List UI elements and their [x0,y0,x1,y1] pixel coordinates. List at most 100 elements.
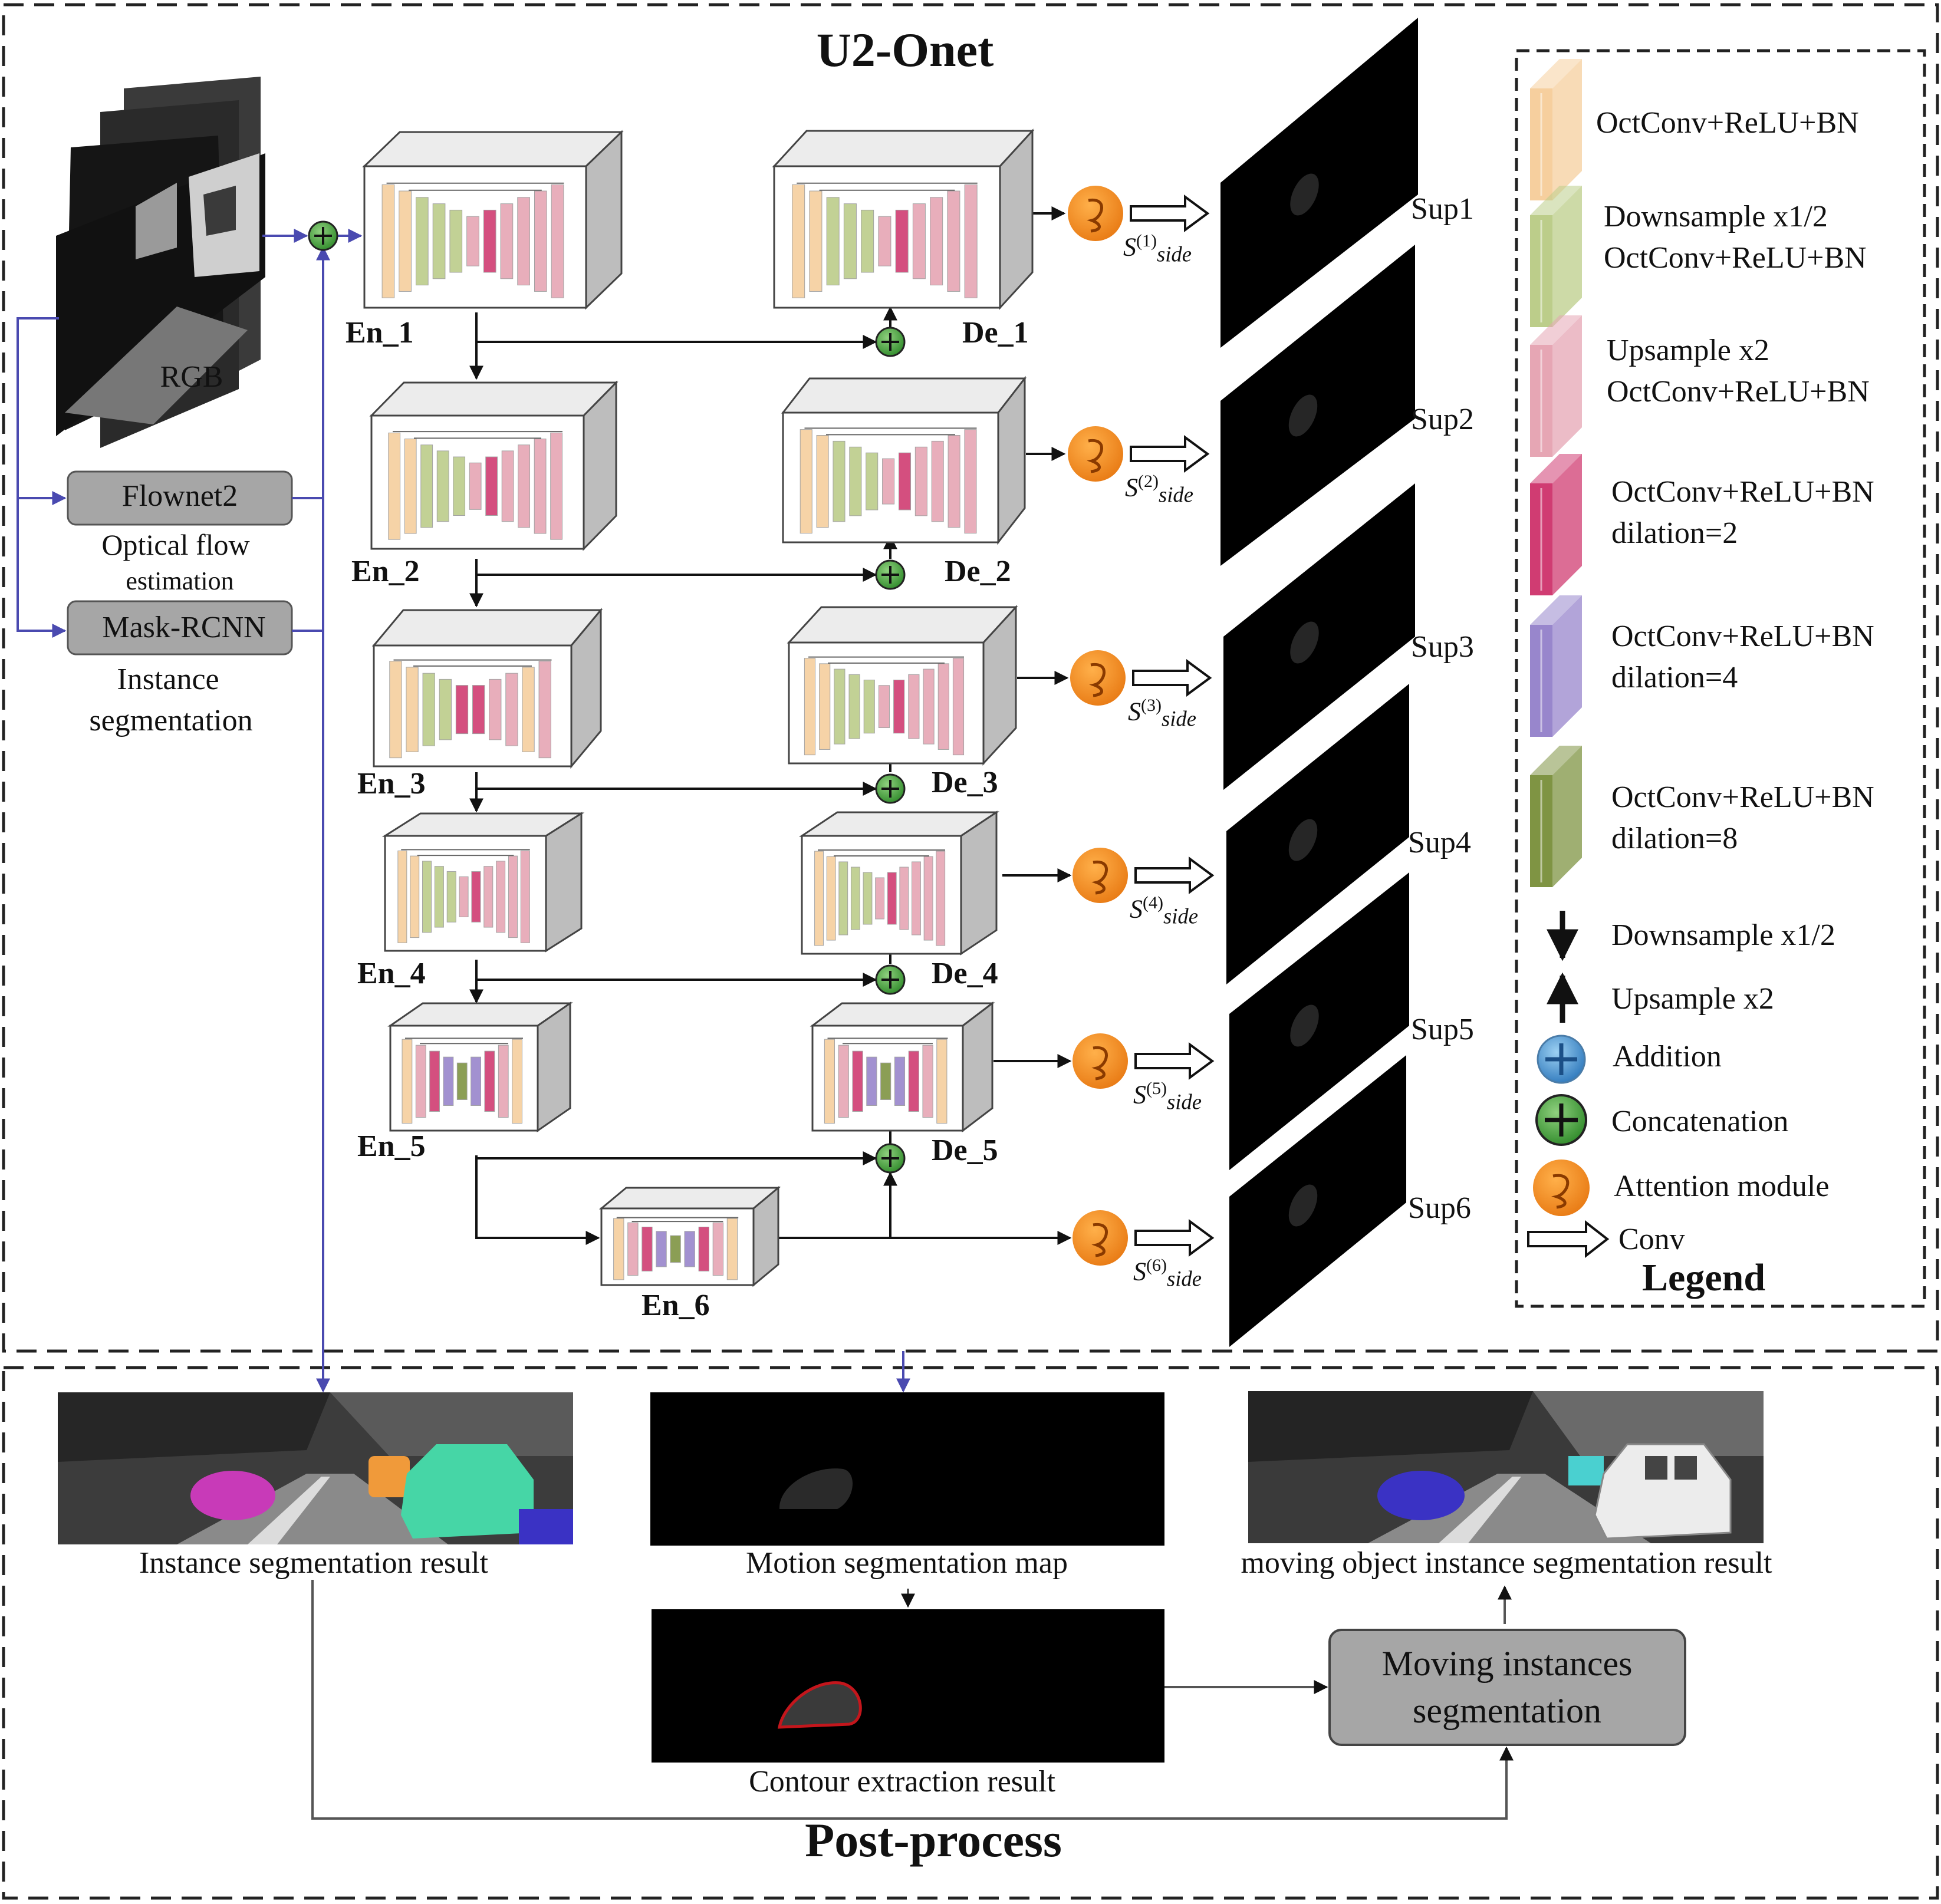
sup-label-4: Sup4 [1408,826,1471,859]
sup-label-3: Sup3 [1411,630,1474,664]
conv-arrow-icon [1130,435,1210,473]
input-routing [17,229,363,1393]
side-output-5: S(5)side [1133,1079,1202,1114]
en4-block [381,812,585,953]
post-flow [311,1351,1514,1820]
flownet2-caption-1: Optical flow [101,528,250,561]
sup-label-2: Sup2 [1411,403,1474,436]
instance-seg-image [58,1392,573,1544]
legend-addition: Addition [1613,1040,1722,1073]
de1-block [772,129,1035,310]
legend-upsample: Upsample x2 [1611,982,1774,1016]
moving-instance-image [1248,1391,1764,1543]
sup-label-6: Sup6 [1408,1191,1471,1225]
en5-block [387,1002,573,1132]
maskrcnn-caption-1: Instance [117,663,219,696]
en2-block [369,380,619,551]
encoder-label-2: En_2 [351,555,420,588]
legend-block-icon [1530,315,1582,457]
concat-icon [875,964,906,995]
contour-image [652,1609,1164,1763]
concat-icon [875,773,906,804]
conv-icon [1527,1220,1610,1259]
conv-arrow-icon [1134,1219,1215,1257]
decoder-label-2: De_2 [945,555,1011,588]
legend-attention: Attention module [1614,1170,1830,1203]
decoder-label-1: De_1 [962,316,1029,350]
attention-module-icon [1068,426,1123,482]
sup-label-5: Sup5 [1411,1013,1474,1046]
side-output-4: S(4)side [1130,893,1199,928]
instance-seg-caption: Instance segmentation result [139,1546,489,1580]
decoder-label-3: De_3 [932,766,998,799]
maskrcnn-label: Mask-RCNN [102,611,266,644]
rgb-input-stack [56,77,265,448]
de3-block [787,605,1018,766]
legend-downsample: Downsample x1/2 [1611,918,1835,952]
concat-icon [875,327,906,357]
sup-maps [1220,18,1418,1347]
attention-module-icon [1068,186,1123,241]
concat-icon [875,1143,906,1174]
encoder-label-5: En_5 [357,1129,426,1163]
side-output-2: S(2)side [1125,472,1194,507]
encoder-label-6: En_6 [641,1289,710,1322]
concat-icon [308,220,338,251]
concat-icon [875,559,906,590]
legend-block-icon [1530,59,1582,200]
legend-concatenation: Concatenation [1611,1105,1789,1138]
sup-map-plane [1229,1055,1406,1347]
sup-map-plane [1220,18,1418,348]
en1-block [362,130,624,310]
conv-arrow-icon [1132,659,1212,697]
conv-arrow-icon [1130,195,1210,232]
attention-module-icon [1070,650,1126,706]
side-output-1: S(1)side [1123,231,1192,266]
u2onet-frame [2,3,1939,1353]
de2-block [781,375,1027,545]
en3-block [371,607,603,769]
side-output-heads [1068,186,1215,1266]
de5-block [810,1001,995,1133]
legend-item-1: OctConv+ReLU+BN [1596,106,1859,140]
side-output-3: S(3)side [1128,696,1197,731]
concat-nodes [308,220,906,1174]
rgb-label: RGB [160,360,223,394]
conv-arrow-icon [1134,857,1215,894]
moving-result-caption: moving object instance segmentation resu… [1241,1546,1772,1580]
de4-block [799,811,999,956]
legend-block-icon [1530,186,1582,327]
legend-icons [1527,59,1610,1259]
sup-map-plane [1223,483,1415,790]
sup-label-1: Sup1 [1411,192,1474,226]
legend-conv: Conv [1618,1223,1685,1256]
conv-arrow-icon [1134,1042,1215,1080]
postprocess-title: Post-process [805,1813,1062,1867]
sup-map-plane [1220,245,1415,566]
attention-module-icon [1073,1033,1128,1089]
legend-block-icon [1530,454,1582,595]
motion-map-caption: Motion segmentation map [746,1546,1068,1580]
encoder-label-4: En_4 [357,957,426,990]
motion-map-image [650,1392,1164,1546]
attention-module-icon [1073,1210,1128,1266]
moving-instances-box [1328,1629,1686,1746]
flownet2-caption-2: estimation [126,566,234,595]
encoder-label-1: En_1 [346,316,414,350]
legend-frame [1515,49,1926,1308]
contour-caption: Contour extraction result [749,1765,1055,1798]
maskrcnn-caption-2: segmentation [89,704,253,737]
sup-map-plane [1226,684,1409,984]
postprocess-frame [2,1366,1939,1900]
legend-block-icon [1530,595,1582,737]
encoder-decoder-blocks [362,129,1035,1287]
decoder-label-5: De_5 [932,1134,998,1167]
diagram-title: U2-Onet [816,23,994,77]
